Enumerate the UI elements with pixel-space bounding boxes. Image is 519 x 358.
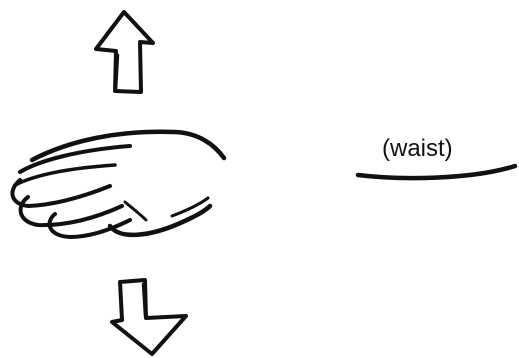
arrow-up-icon: [96, 12, 153, 92]
waist-line: [358, 166, 515, 178]
arrow-down-icon: [112, 280, 186, 354]
waist-label: (waist): [382, 135, 453, 162]
hand-icon: [12, 132, 224, 237]
